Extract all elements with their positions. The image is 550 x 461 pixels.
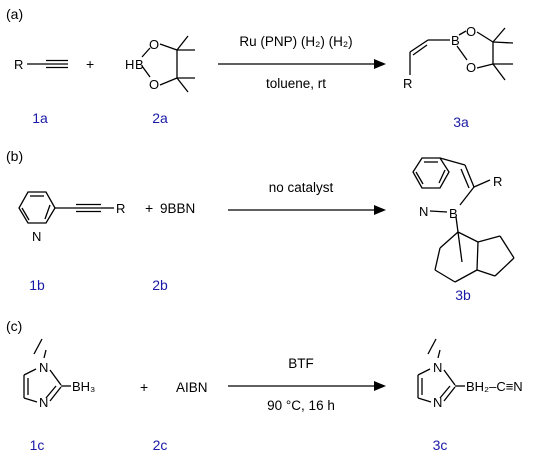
reaction-arrow-a [218,59,386,69]
plus-sign-b: + [145,200,153,216]
atom-r: R [403,76,412,91]
atom-h: H [125,57,134,72]
atom-o-top: O [466,24,476,39]
section-a-label: (a) [6,6,23,22]
reagent-2c: AIBN [176,380,208,395]
condition-b-above: no catalyst [269,180,334,195]
atom-o-bottom: O [149,77,159,92]
atom-r: R [493,174,502,189]
compound-3a-structure: R B O O [403,24,514,91]
atom-n-bottom: N [433,395,442,410]
section-b-label: (b) [6,148,23,164]
atom-b: B [135,57,144,72]
compound-label-3c: 3c [433,437,448,453]
compound-3b-structure: R N B [412,157,515,283]
compound-label-2a: 2a [152,110,168,126]
atom-r: R [116,201,125,216]
compound-1b-structure: N R [18,191,125,244]
atom-bh2-cn: BH₂–C≡N [466,379,523,394]
compound-label-3b: 3b [455,287,471,303]
section-c-label: (c) [6,318,22,334]
compound-1c-structure: N N BH₃ [23,338,95,410]
atom-n-bottom: N [39,395,48,410]
atom-bh3: BH₃ [72,379,95,394]
reaction-arrow-b [228,205,386,215]
reagent-2b: 9BBN [160,201,195,216]
plus-sign-a: + [86,56,94,72]
atom-o-bottom: O [466,60,476,75]
atom-b: B [451,33,460,48]
compound-label-1a: 1a [32,110,48,126]
compound-label-3a: 3a [453,114,469,130]
plus-sign-c: + [140,379,148,395]
compound-1a-structure: R [14,57,68,72]
atom-n: N [419,204,428,219]
condition-c-above: BTF [288,356,314,371]
atom-b: B [449,206,458,221]
compound-2a-structure: H B O O [125,35,195,93]
atom-n-top: N [39,360,48,375]
compound-label-2c: 2c [153,437,168,453]
compound-3c-structure: N N BH₂–C≡N [417,338,523,410]
condition-a-below: toluene, rt [266,76,326,91]
atom-o-top: O [149,37,159,52]
reaction-arrow-c [228,381,386,391]
condition-a-above: Ru (PNP) (H₂) (H₂) [239,34,352,49]
atom-r: R [14,57,23,72]
atom-n: N [32,229,41,244]
compound-label-1c: 1c [30,437,45,453]
atom-n-top: N [433,360,442,375]
compound-label-2b: 2b [152,277,168,293]
condition-c-below: 90 °C, 16 h [267,398,335,413]
compound-label-1b: 1b [29,277,45,293]
